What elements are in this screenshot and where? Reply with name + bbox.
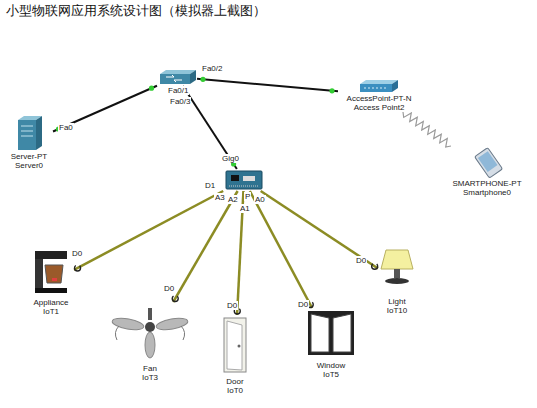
device-node: Window IoT5 — [305, 308, 357, 379]
device-node: Server-PT Server0 — [5, 114, 53, 170]
switch-icon — [160, 70, 196, 84]
device-label: Fan IoT3 — [139, 364, 161, 382]
port-label: Fa0/2 — [201, 64, 223, 73]
port-label: D0 — [163, 284, 175, 293]
port-label: Fa0/1 — [167, 86, 189, 95]
icon-space — [338, 78, 420, 94]
device-label: Light IoT10 — [382, 297, 412, 315]
wireless-link — [403, 112, 451, 147]
link-light — [329, 88, 334, 93]
icon-space — [111, 302, 189, 364]
device-node: SMARTPHONE-PT Smartphone0 — [447, 146, 527, 197]
device-label: Server-PT Server0 — [6, 152, 52, 170]
icon-space — [221, 315, 249, 377]
access-point-icon — [360, 80, 398, 92]
link-light — [149, 86, 154, 91]
mcu-board-icon — [226, 171, 262, 189]
light-icon — [381, 250, 413, 284]
icon-space — [447, 146, 527, 179]
network-cable — [197, 79, 338, 92]
device-node: Light IoT10 — [378, 247, 416, 315]
device-node: Fan IoT3 — [111, 302, 189, 382]
port-label: A1 — [239, 204, 251, 213]
server-icon — [18, 116, 42, 150]
port-label: A2 — [227, 195, 239, 204]
device-node: Appliance IoT1 — [28, 248, 74, 316]
device-label: Appliance IoT1 — [29, 298, 73, 316]
device-node: Door IoT0 — [221, 315, 249, 395]
device-node — [157, 68, 197, 86]
icon-space — [157, 68, 197, 86]
device-label: Window IoT5 — [314, 361, 348, 379]
window-icon — [308, 311, 354, 355]
port-label: A0 — [254, 195, 266, 204]
diagram-title: 小型物联网应用系统设计图（模拟器上截图） — [6, 3, 266, 19]
icon-space — [378, 247, 416, 297]
port-label: D0 — [297, 300, 309, 309]
icon-space — [5, 114, 53, 152]
door-icon — [224, 318, 246, 372]
link-light — [200, 77, 205, 82]
port-label: A3 — [214, 193, 226, 202]
iot-cable — [173, 191, 237, 302]
port-hook — [372, 263, 378, 269]
icon-space — [28, 248, 74, 298]
port-label: D0 — [71, 249, 83, 258]
port-label: Fa0/3 — [169, 97, 191, 106]
device-label: Door IoT0 — [223, 377, 247, 395]
iot-cable — [74, 191, 223, 270]
port-hook — [75, 265, 81, 271]
network-cable — [53, 86, 157, 132]
port-hook — [172, 296, 178, 302]
iot-cable — [250, 191, 312, 308]
device-node — [223, 169, 265, 191]
port-label: Fa0 — [58, 123, 74, 132]
fan-icon — [111, 308, 188, 358]
icon-space — [223, 169, 265, 191]
port-label: D1 — [204, 181, 216, 190]
device-label: AccessPoint-PT-N Access Point2 — [339, 94, 419, 112]
device-label: SMARTPHONE-PT Smartphone0 — [448, 179, 526, 197]
iot-cable — [261, 191, 378, 268]
port-label: D0 — [355, 256, 367, 265]
icon-space — [305, 308, 357, 361]
port-label: P — [244, 192, 251, 201]
port-label: Gig0 — [221, 154, 240, 163]
smartphone-icon — [475, 148, 503, 178]
device-node: AccessPoint-PT-N Access Point2 — [338, 78, 420, 112]
port-label: D0 — [226, 301, 238, 310]
appliance-icon — [35, 251, 67, 293]
